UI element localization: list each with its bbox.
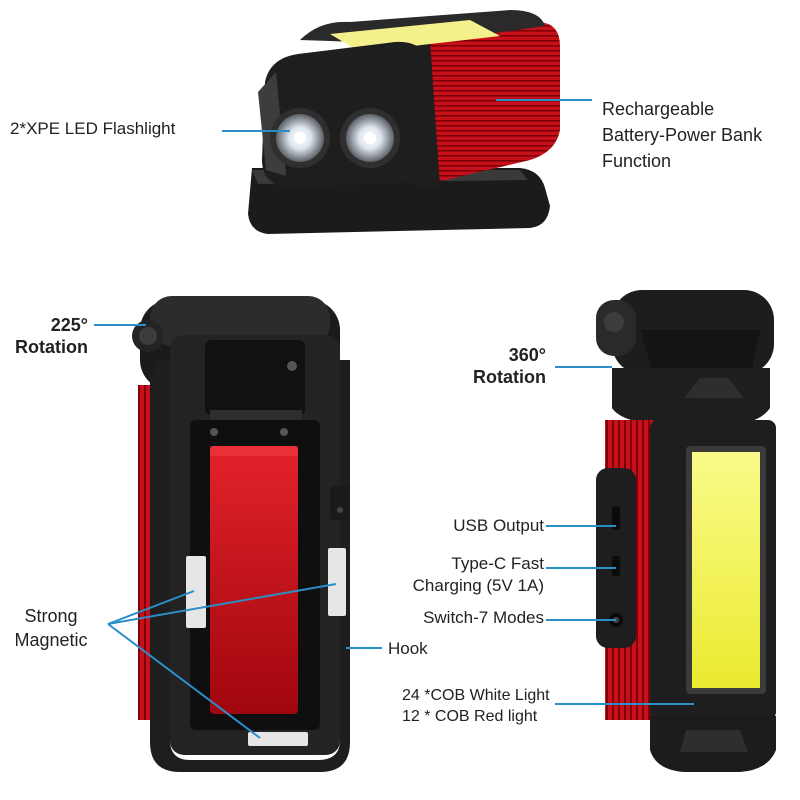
label-rotation360-text: Rotation <box>473 367 546 387</box>
label-cob: 24 *COB White Light 12 * COB Red light <box>402 685 550 727</box>
label-switch: Switch-7 Modes <box>404 607 544 629</box>
label-flashlight: 2*XPE LED Flashlight <box>10 118 175 140</box>
label-typec-line1: Type-C Fast <box>451 554 544 573</box>
label-rotation225-degree: 225° <box>50 315 88 335</box>
leader-magnet-left <box>107 590 195 625</box>
label-rotation360: 360° Rotation <box>458 344 546 388</box>
label-magnetic-line2: Magnetic <box>14 630 88 650</box>
label-usb: USB Output <box>420 515 544 537</box>
label-battery-line3: Function <box>602 151 672 171</box>
label-battery: Rechargeable Battery-Power Bank Function <box>602 96 762 174</box>
label-magnetic: Strong Magnetic <box>4 604 98 652</box>
back-view <box>132 296 350 772</box>
label-hook: Hook <box>388 638 428 660</box>
label-magnetic-line1: Strong <box>24 606 78 626</box>
label-typec-line2: Charging (5V 1A) <box>412 576 544 595</box>
leader-magnet-bottom <box>107 623 261 739</box>
label-switch-text: Switch-7 Modes <box>423 608 544 627</box>
label-rotation225: 225° Rotation <box>8 314 88 358</box>
leader-magnet-right <box>107 583 337 625</box>
label-rotation360-degree: 360° <box>508 345 546 365</box>
label-cob-line2: 12 * COB Red light <box>402 708 538 725</box>
label-hook-text: Hook <box>388 639 428 658</box>
label-rotation225-text: Rotation <box>15 337 88 357</box>
label-cob-line1: 24 *COB White Light <box>402 687 550 704</box>
label-flashlight-text: 2*XPE LED Flashlight <box>10 119 176 138</box>
label-typec: Type-C Fast Charging (5V 1A) <box>396 553 544 597</box>
label-usb-text: USB Output <box>453 516 544 535</box>
leader-lines <box>94 99 694 739</box>
label-battery-line1: Rechargeable <box>602 99 715 119</box>
top-flashlight-view <box>248 10 560 234</box>
front-view <box>596 290 776 772</box>
label-battery-line2: Battery-Power Bank <box>602 125 763 145</box>
